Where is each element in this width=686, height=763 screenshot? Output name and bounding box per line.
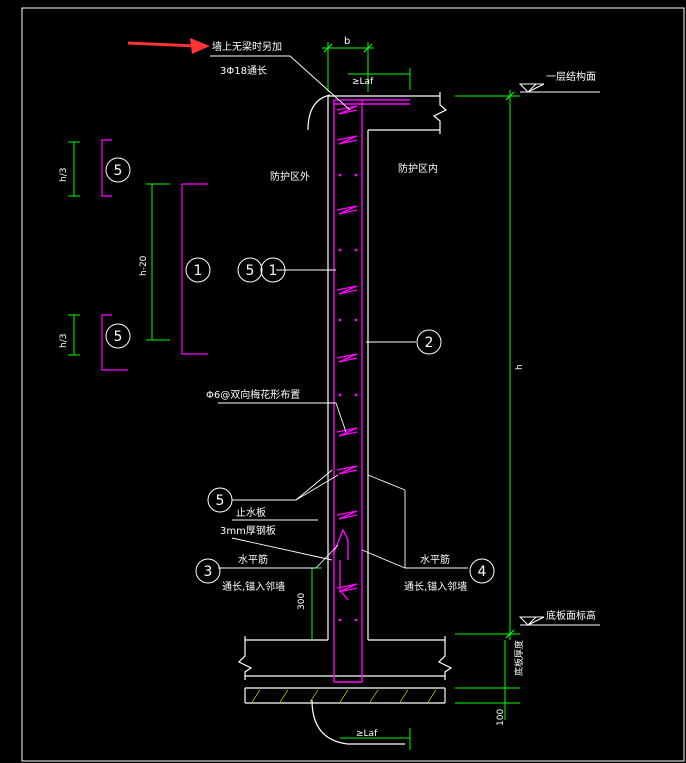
schematic-dimensions bbox=[68, 141, 170, 356]
dim-h3-top-label: h/3 bbox=[59, 168, 69, 182]
red-pointer-arrow-icon bbox=[127, 38, 210, 54]
svg-text:1: 1 bbox=[269, 263, 278, 279]
svg-text:1: 1 bbox=[194, 263, 203, 279]
waterstop-label: 止水板 bbox=[236, 506, 266, 519]
dim-laf-top-label: ≥Laf bbox=[352, 77, 374, 87]
outside-zone-label: 防护区外 bbox=[270, 170, 310, 183]
top-note-line1: 墙上无梁时另加 bbox=[212, 40, 282, 53]
level-markers bbox=[518, 83, 600, 626]
drawing-frame bbox=[21, 7, 685, 762]
wall-outline bbox=[237, 92, 453, 745]
dim-100-label: 100 bbox=[496, 709, 506, 726]
callout-c3: 3 bbox=[195, 558, 221, 584]
dimension-lines bbox=[306, 42, 520, 750]
dim-laf-bottom-label: ≥Laf bbox=[356, 729, 378, 739]
dim-h3-bottom-label: h/3 bbox=[59, 334, 69, 348]
blinding-hatch bbox=[251, 689, 437, 703]
callout-c2-wall: 2 bbox=[416, 329, 442, 355]
leader-lines bbox=[210, 55, 468, 569]
slab-thickness-note: 底板厚度 bbox=[513, 640, 525, 676]
horiz-bar-right-label: 水平筋 bbox=[420, 553, 450, 566]
callout-c5-low: 5 bbox=[207, 487, 233, 513]
callout-c5-wall: 5 bbox=[237, 257, 263, 283]
svg-text:2: 2 bbox=[425, 335, 434, 351]
svg-text:5: 5 bbox=[114, 329, 123, 345]
dim-h20-label: h-20 bbox=[139, 255, 149, 276]
rebar-cage bbox=[332, 99, 410, 683]
dim-b-label: b bbox=[344, 36, 350, 47]
inside-zone-label: 防护区内 bbox=[398, 162, 438, 175]
svg-text:5: 5 bbox=[216, 493, 225, 509]
svg-text:3: 3 bbox=[204, 564, 213, 580]
callout-c5-bottom: 5 bbox=[105, 323, 131, 349]
rebar-dots bbox=[338, 173, 358, 622]
rebar-schematic bbox=[101, 139, 208, 371]
callout-c1-group: 1 bbox=[185, 257, 211, 283]
dim-h-label: h bbox=[515, 364, 525, 370]
top-note-line2: 3Φ18通长 bbox=[220, 65, 267, 77]
dim-300-label: 300 bbox=[297, 593, 307, 610]
steel-plate-label: 3mm厚钢板 bbox=[220, 524, 276, 537]
level-first-floor-label: 一层结构面 bbox=[546, 70, 596, 83]
stirrup-note: Φ6@双向梅花形布置 bbox=[206, 388, 300, 401]
level-slab-label: 底板面标高 bbox=[546, 609, 596, 622]
svg-text:4: 4 bbox=[478, 564, 487, 580]
anchor-right-label: 通长,锚入邻墙 bbox=[404, 580, 467, 593]
callout-c4: 4 bbox=[469, 558, 495, 584]
callout-c5-top: 5 bbox=[105, 157, 131, 183]
horiz-bar-left-label: 水平筋 bbox=[238, 553, 268, 566]
anchor-left-label: 通长,锚入邻墙 bbox=[222, 580, 285, 593]
callout-c1-wall: 1 bbox=[260, 257, 286, 283]
dimension-ticks bbox=[323, 43, 515, 639]
svg-text:5: 5 bbox=[246, 263, 255, 279]
svg-text:5: 5 bbox=[114, 163, 123, 179]
